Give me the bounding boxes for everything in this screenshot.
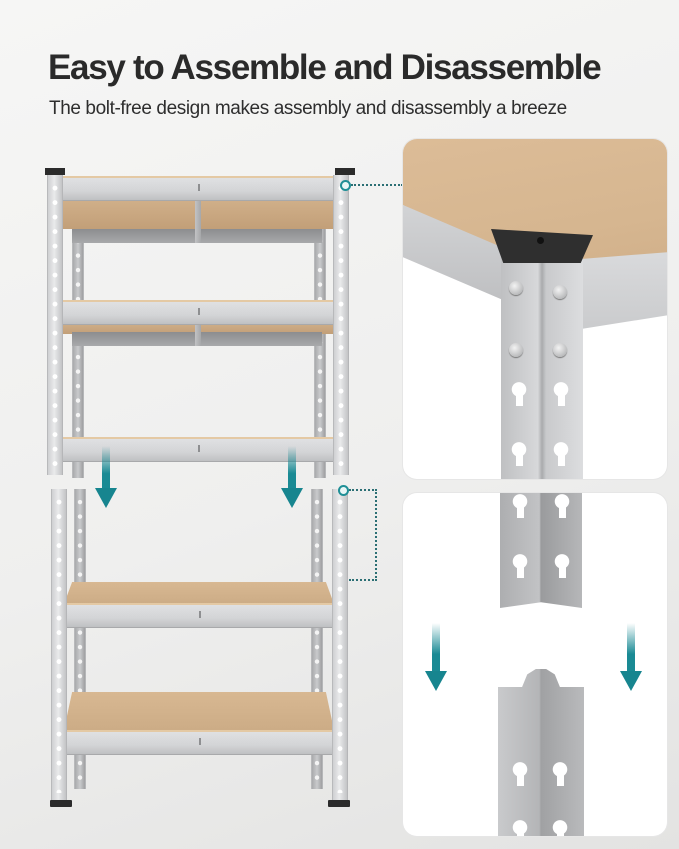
keyhole-slot [552,819,568,836]
front-post-left-lower [51,489,67,801]
callout-connector-joint [349,489,377,581]
keyhole-slot [512,553,528,583]
shelf-2-mid-rib [195,322,201,346]
keyhole-slot [511,441,527,471]
callout-connector-corner [351,184,403,186]
callout-marker-joint [338,485,349,496]
back-post-left [72,228,84,478]
keyhole-slot [553,441,569,471]
shelf-5-front-beam [64,730,334,754]
foot-pad-left [50,800,72,807]
keyhole-slot [554,553,570,583]
page-title: Easy to Assemble and Disassemble [48,48,602,87]
shelf-5-board [64,692,334,730]
front-post-left [47,175,63,475]
side-beam [581,251,667,329]
rivet [509,343,523,357]
front-post-right [333,175,349,475]
keyhole-slot [511,381,527,411]
rivet [553,343,567,357]
shelf-4-front-beam [64,603,334,627]
upper-post-end [500,493,582,608]
callout-marker-corner [340,180,351,191]
keyhole-slot [512,819,528,836]
shelf-4-board [64,582,334,604]
post-top-cap-left [45,168,65,175]
shelving-unit-illustration [45,168,355,807]
back-post-right [314,228,326,478]
corner-post [501,251,583,479]
keyhole-slot [554,493,570,523]
rivet [509,281,523,295]
post-top-cap-right [335,168,355,175]
shelf-1-mid-rib [195,199,201,243]
detail-panel-post-joint [403,493,667,836]
keyhole-slot [512,493,528,523]
page-subtitle: The bolt-free design makes assembly and … [49,98,567,119]
shelf-1-front-beam [60,176,336,200]
arrow-down-icon [281,446,303,508]
shelf-2-front-beam [62,300,334,324]
rivet [553,285,567,299]
keyhole-slot [553,381,569,411]
arrow-down-icon [95,446,117,508]
foot-pad-right [328,800,350,807]
detail-panel-corner-cap [403,139,667,479]
keyhole-slot [512,761,528,791]
front-post-right-lower [332,489,348,801]
arrow-down-icon [425,623,447,691]
lower-post-connector [498,669,584,836]
corner-cap-icon [491,229,593,263]
arrow-down-icon [620,623,642,691]
keyhole-slot [552,761,568,791]
